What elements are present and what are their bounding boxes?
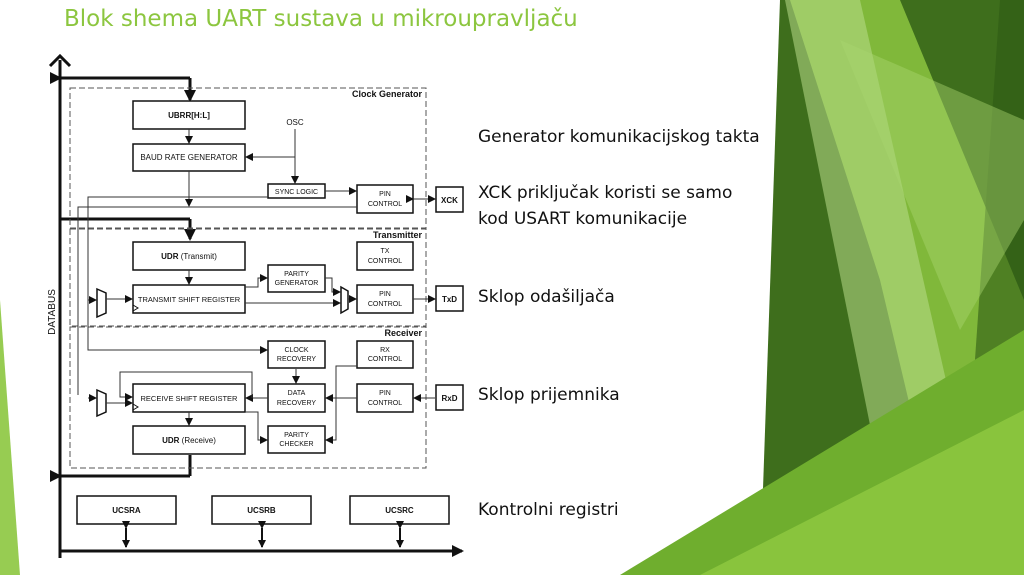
tx-mux xyxy=(96,287,107,319)
xck-pin xyxy=(435,186,464,213)
tx-control xyxy=(356,241,414,271)
annotation-xck: XCK priključak koristi se samo kod USART… xyxy=(478,180,732,232)
annotation-control-text: Kontrolni registri xyxy=(478,500,619,520)
udr-transmit-rest: (Transmit) xyxy=(178,252,217,261)
data-recovery-label: RECOVERY xyxy=(277,400,316,407)
pin-control-rxd xyxy=(356,383,414,413)
slide-title: Blok shema UART sustava u mikroupravljač… xyxy=(64,6,578,32)
xck-label: XCK xyxy=(441,196,458,205)
parity-generator xyxy=(267,264,326,293)
clock-generator-section xyxy=(69,87,427,229)
pin-control-txd xyxy=(356,284,414,314)
databus-label: DATABUS xyxy=(47,289,58,335)
signal-wires xyxy=(77,129,436,444)
udr-transmit-label: UDR (Transmit) xyxy=(161,252,217,261)
udr-receive-label: UDR (Receive) xyxy=(162,436,216,445)
pin-control-label: CONTROL xyxy=(368,400,402,407)
txd-label: TxD xyxy=(442,295,457,304)
pin-control-label: PIN xyxy=(379,191,391,198)
ubrr-label: UBRR[H:L] xyxy=(168,111,210,120)
parity-checker xyxy=(267,425,326,454)
rx-control-label: CONTROL xyxy=(368,356,402,363)
annotation-xck-line2: kod USART komunikacije xyxy=(478,209,688,229)
ucsrb-label: UCSRB xyxy=(247,506,276,515)
tx-out-mux xyxy=(340,285,349,315)
parity-generator-label: PARITY xyxy=(284,271,309,278)
tx-control-label: CONTROL xyxy=(368,258,402,265)
rxd-label: RxD xyxy=(441,394,457,403)
transmitter-section xyxy=(69,228,427,327)
pin-control-label: PIN xyxy=(379,390,391,397)
txd-pin xyxy=(435,285,464,312)
data-recovery xyxy=(267,383,326,413)
clock-recovery-label: RECOVERY xyxy=(277,356,316,363)
udr-receive-bold: UDR xyxy=(162,436,180,445)
parity-generator-label: GENERATOR xyxy=(275,280,319,287)
receive-shift-register xyxy=(132,383,246,413)
annotation-receiver-text: Sklop prijemnika xyxy=(478,385,620,405)
annotation-clock-generator: Generator komunikacijskog takta xyxy=(478,124,760,150)
udr-receive-rest: (Receive) xyxy=(179,436,216,445)
tsr-label: TRANSMIT SHIFT REGISTER xyxy=(138,295,241,304)
rx-control xyxy=(356,340,414,369)
pin-control-label: CONTROL xyxy=(368,301,402,308)
annotation-control-registers: Kontrolni registri xyxy=(478,497,619,523)
pin-control-label: PIN xyxy=(379,291,391,298)
parity-checker-label: PARITY xyxy=(284,432,309,439)
annotation-receiver: Sklop prijemnika xyxy=(478,382,620,408)
parity-checker-label: CHECKER xyxy=(279,441,313,448)
sync-label: SYNC LOGIC xyxy=(275,189,318,196)
rx-mux xyxy=(96,388,107,418)
transmit-shift-register xyxy=(132,284,246,314)
annotation-transmitter-text: Sklop odašiljača xyxy=(478,287,615,307)
clock-generator-label: Clock Generator xyxy=(352,89,423,99)
databus: DATABUS xyxy=(47,53,464,558)
transmitter-label: Transmitter xyxy=(373,230,423,240)
receiver-label: Receiver xyxy=(384,328,422,338)
rsr-label: RECEIVE SHIFT REGISTER xyxy=(141,394,239,403)
udr-receive xyxy=(132,425,246,455)
pin-control-xck xyxy=(356,184,414,214)
annotation-clock-text: Generator komunikacijskog takta xyxy=(478,127,760,147)
pin-control-label: CONTROL xyxy=(368,201,402,208)
tx-control-label: TX xyxy=(381,248,390,255)
ucsrb-register xyxy=(211,495,312,525)
rxd-pin xyxy=(435,384,464,411)
ucsra-label: UCSRA xyxy=(112,506,141,515)
register-bus-links xyxy=(122,521,404,548)
data-recovery-label: DATA xyxy=(288,390,306,397)
annotation-xck-line1: XCK priključak koristi se samo xyxy=(478,183,733,203)
clock-recovery-label: CLOCK xyxy=(284,347,308,354)
udr-transmit xyxy=(132,241,246,271)
udr-transmit-bold: UDR xyxy=(161,252,179,261)
annotation-transmitter: Sklop odašiljača xyxy=(478,284,615,310)
osc-label: OSC xyxy=(286,118,304,127)
rx-control-label: RX xyxy=(380,347,390,354)
clock-recovery xyxy=(267,340,326,369)
baud-label: BAUD RATE GENERATOR xyxy=(140,153,238,162)
ucsrc-label: UCSRC xyxy=(385,506,414,515)
